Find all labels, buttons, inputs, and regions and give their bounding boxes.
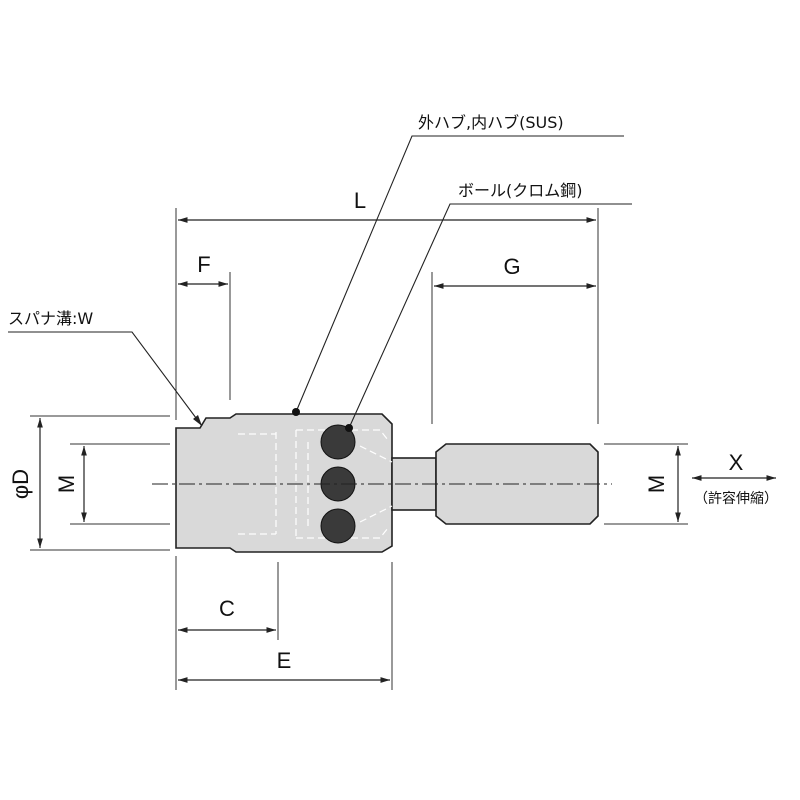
dim-L: L bbox=[354, 188, 366, 213]
dim-M-left: M bbox=[54, 475, 79, 493]
dimension-lines bbox=[37, 217, 776, 683]
dim-E: E bbox=[277, 648, 292, 673]
hub-body bbox=[175, 413, 393, 553]
ball-top bbox=[320, 424, 356, 460]
leader-spanner bbox=[8, 331, 203, 427]
leader-hub bbox=[295, 135, 624, 413]
dim-F: F bbox=[197, 252, 210, 277]
dim-M-right: M bbox=[644, 475, 669, 493]
label-outer-inner-hub: 外ハブ,内ハブ(SUS) bbox=[418, 113, 564, 132]
ball-bottom bbox=[320, 508, 356, 544]
label-allowable-stretch: （許容伸縮） bbox=[694, 490, 778, 507]
dim-phiD: φD bbox=[8, 469, 33, 499]
dim-X: X bbox=[729, 450, 744, 475]
label-spanner-groove: スパナ溝:W bbox=[8, 309, 93, 328]
leader-ball bbox=[348, 203, 632, 429]
dim-C: C bbox=[219, 596, 235, 621]
dim-G: G bbox=[503, 254, 520, 279]
leaders bbox=[8, 135, 632, 432]
label-ball: ボール(クロム鋼) bbox=[458, 181, 583, 200]
inner-hub-taper bbox=[238, 433, 393, 535]
inner-hub-outline bbox=[275, 429, 389, 539]
coupling-part bbox=[152, 413, 612, 553]
extension-lines bbox=[30, 208, 688, 690]
